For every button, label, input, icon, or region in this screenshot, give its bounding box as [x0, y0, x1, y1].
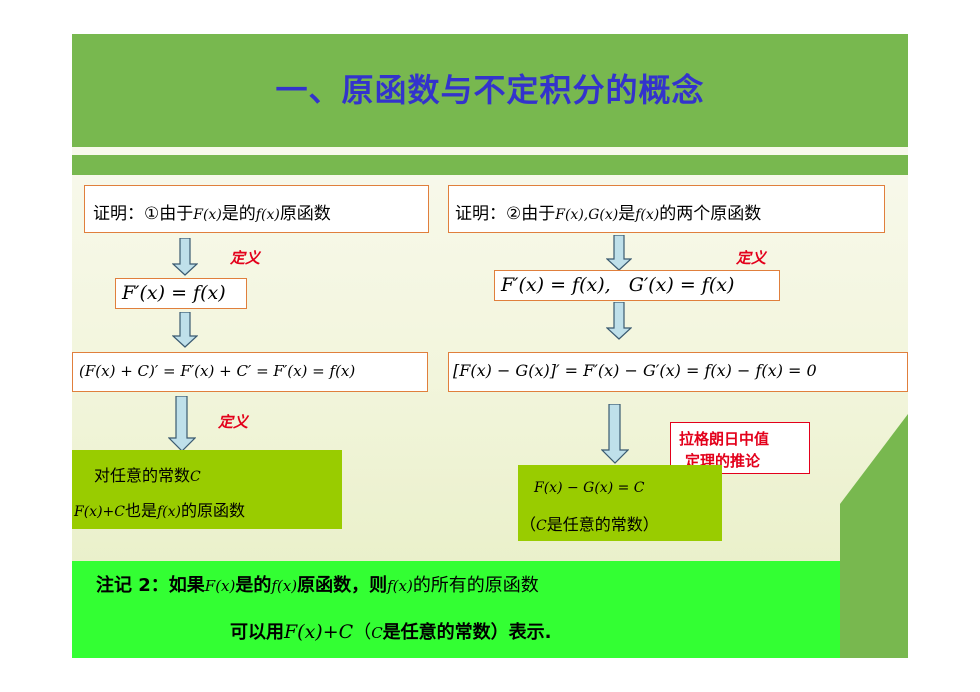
note-line-1: 注记 2：如果F(x)是的f(x)原函数，则f(x)的所有的原函数 [96, 571, 539, 597]
right-formula-2: [F(x) − G(x)]′ = F′(x) − G′(x) = f(x) − … [453, 361, 817, 380]
down-arrow-icon [606, 302, 632, 340]
left-def-label-2: 定义 [218, 413, 249, 431]
right-conclusion-formula: F(x) − G(x) = C [534, 480, 645, 496]
note-prefix: 注记 2：如果 [96, 575, 205, 596]
left-formula-2-box: (F(x) + C)′ = F′(x) + C′ = F′(x) = f(x) [72, 352, 428, 392]
down-arrow-icon [172, 238, 198, 276]
right-proof-suffix: 的两个原函数 [659, 204, 762, 224]
left-proof-suffix: 原函数 [279, 204, 331, 224]
note-math-1: F(x) [204, 577, 236, 595]
right-def-label: 定义 [736, 249, 767, 267]
down-arrow-icon [601, 404, 629, 464]
right-conclusion-text: 是任意的常数） [546, 515, 659, 534]
decorative-triangle [840, 414, 908, 658]
down-arrow-icon [606, 235, 632, 271]
note-line2-prefix: 可以用 [230, 622, 284, 643]
right-conclusion-math: C [536, 518, 547, 534]
left-conclusion-math-3: f(x) [157, 504, 182, 520]
left-conclusion-text-1: 对任意的常数 [94, 466, 191, 485]
left-proof-prefix: 证明：①由于 [93, 204, 194, 224]
left-conclusion-box: 对任意的常数C F(x)+C也是f(x)的原函数 [72, 450, 342, 529]
note-line2-text-2: 是任意的常数）表示. [382, 622, 552, 643]
left-proof-math-1: F(x) [193, 207, 222, 223]
title-stripe [72, 155, 908, 175]
right-proof-math-1: F(x),G(x) [555, 207, 619, 223]
left-proof-box: 证明：①由于F(x)是的f(x)原函数 [84, 185, 429, 233]
left-formula-2: (F(x) + C)′ = F′(x) + C′ = F′(x) = f(x) [79, 362, 356, 380]
note-math-3: f(x) [387, 577, 413, 595]
left-formula-1: F′(x) = f(x) [122, 282, 226, 304]
left-conclusion-text-2: 也是 [124, 501, 157, 520]
right-formula-1-box: F′(x) = f(x), G′(x) = f(x) [494, 270, 780, 301]
note-line2-math-1: F(x)+C [284, 621, 354, 643]
title-bar [72, 34, 908, 147]
slide: 一、原函数与不定积分的概念 证明：①由于F(x)是的f(x)原函数 定义 F′(… [72, 34, 908, 658]
left-proof-mid: 是的 [221, 204, 256, 224]
note-mid: 是的 [235, 575, 272, 596]
down-arrow-icon [168, 396, 196, 452]
right-formula-1: F′(x) = f(x), G′(x) = f(x) [501, 274, 735, 296]
note-line2-math-2: C [371, 624, 383, 642]
note-banner: 注记 2：如果F(x)是的f(x)原函数，则f(x)的所有的原函数 可以用F(x… [72, 561, 840, 658]
page-title: 一、原函数与不定积分的概念 [275, 71, 705, 109]
right-conclusion-box: F(x) − G(x) = C （C是任意的常数） [518, 465, 722, 541]
right-conclusion-paren: （ [520, 515, 537, 534]
left-formula-1-box: F′(x) = f(x) [115, 278, 247, 309]
left-conclusion-suffix: 的原函数 [181, 501, 246, 520]
note-line2-text-1: （ [353, 622, 372, 643]
note-text-2: 原函数，则 [297, 575, 388, 596]
right-proof-box: 证明：②由于F(x),G(x)是f(x)的两个原函数 [448, 185, 885, 233]
right-proof-prefix: 证明：②由于 [455, 204, 556, 224]
note-line-2: 可以用F(x)+C（C是任意的常数）表示. [230, 618, 552, 644]
left-conclusion-math-2: F(x)+C [74, 504, 125, 520]
right-formula-2-box: [F(x) − G(x)]′ = F′(x) − G′(x) = f(x) − … [448, 352, 908, 392]
right-proof-math-2: f(x) [635, 207, 660, 223]
left-conclusion-math-1: C [190, 469, 201, 485]
left-def-label-1: 定义 [230, 249, 261, 267]
left-proof-math-2: f(x) [255, 207, 280, 223]
note-text-3: 的所有的原函数 [412, 575, 539, 596]
note-math-2: f(x) [271, 577, 298, 595]
theorem-line-1: 拉格朗日中值 [679, 430, 770, 448]
down-arrow-icon [172, 312, 198, 348]
right-proof-mid: 是 [618, 204, 636, 224]
